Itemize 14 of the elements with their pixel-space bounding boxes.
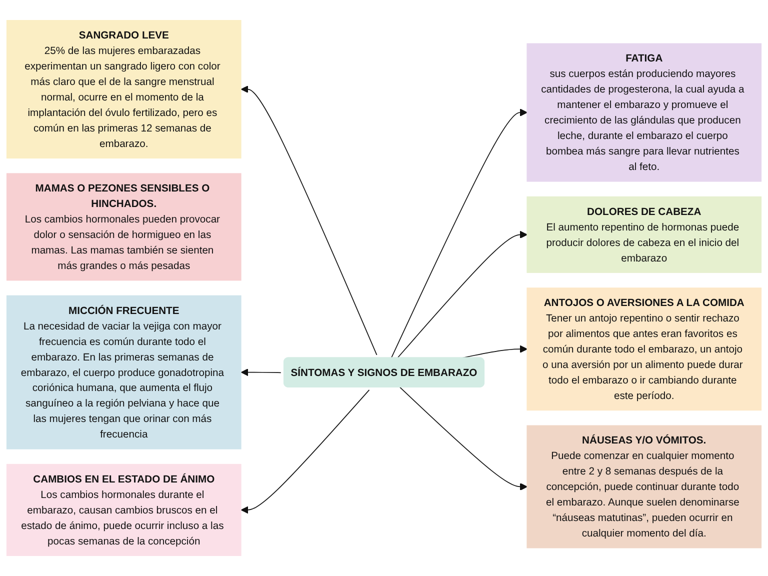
arrow xyxy=(400,386,528,491)
node-box: SANGRADO LEVE 25% de las mujeres embarazadas experimentan un sangrado ligero con color más claro que el de la sangre menstrual normal, ocurre en el momento de la implantación del óvulo fertilizado, pero es común en las primeras 12 semanas de embarazo. xyxy=(6,20,242,159)
arrow xyxy=(390,108,528,359)
arrow xyxy=(240,85,378,356)
node-box: ANTOJOS O AVERSIONES A LA COMIDA Tener un antojo repentino o sentir rechazo por alimentos que antes eran favoritos es común durante todo el embarazo, un antojo o una aversión por un alimento puede durar todo el embarazo o ir cambiando durante este período. xyxy=(526,288,762,411)
arrow xyxy=(240,390,370,514)
arrow xyxy=(240,368,282,376)
node-box: NÁUSEAS Y/O VÓMITOS. Puede comenzar en cualquier momento entre 2 y 8 semanas después de la concepción, puede continuar durante todo el embarazo. Aunque suelen denominarse “náuseas matutinas”, pueden ocurrir en cualquier momento del día. xyxy=(526,425,762,548)
arrow xyxy=(396,230,528,359)
node-box: FATIGA sus cuerpos están produciendo mayores cantidades de progesterona, la cual ayuda a mantener el embarazo y promueve el crecimiento de las glándulas que producen leche, durante el embarazo el cuerpo bombea más sangre para llevar nutrientes al feto. xyxy=(526,43,762,182)
node-box: CAMBIOS EN EL ESTADO DE ÁNIMO Los cambios hormonales durante el embarazo, causan cambios bruscos en el estado de ánimo, puede ocurrir incluso a las pocas semanas de la concepción xyxy=(6,464,242,556)
node-box: MAMAS O PEZONES SENSIBLES O HINCHADOS. Los cambios hormonales pueden provocar dolor o sensación de hormigueo en las mamas. Las mamas también se sienten más grandes o más pesadas xyxy=(6,173,242,281)
node-box: MICCIÓN FRECUENTE La necesidad de vaciar la vejiga con mayor frecuencia es común durante todo el embarazo. En las primeras semanas de embarazo, el cuerpo produce gonadotropina coriónica humana, que aumenta el flujo sanguíneo a la región pelviana y hace que las mujeres tengan que orinar con más frecuencia xyxy=(6,295,242,450)
node-box: DOLORES DE CABEZA El aumento repentino de hormonas puede producir dolores de cabeza en el inicio del embarazo xyxy=(526,196,762,273)
